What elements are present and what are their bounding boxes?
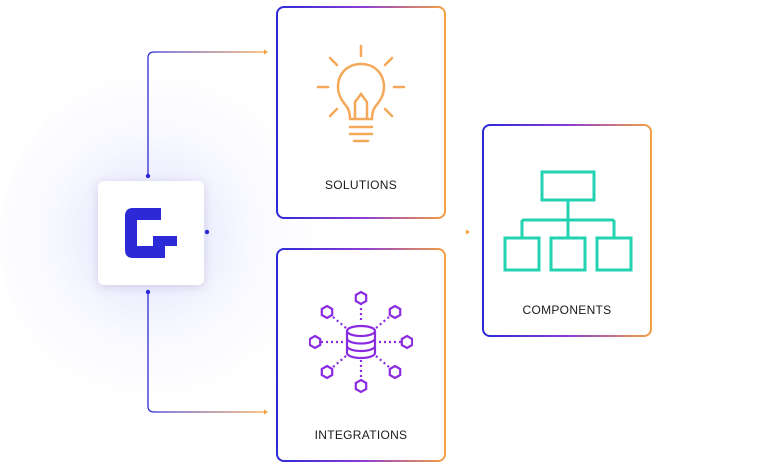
database-network-icon (309, 290, 413, 394)
components-label: COMPONENTS (522, 303, 612, 317)
solutions-card: SOLUTIONS (276, 6, 446, 219)
integrations-card: INTEGRATIONS (276, 248, 446, 462)
brand-logo-icon (125, 208, 177, 258)
arrowhead (264, 409, 268, 415)
components-card: COMPONENTS (482, 124, 652, 337)
connector-to-solutions (147, 51, 264, 176)
brand-logo-box (98, 181, 204, 285)
lightbulb-icon (316, 44, 406, 143)
arrowhead (264, 49, 268, 55)
connector-to-integrations (147, 292, 264, 413)
hierarchy-icon (503, 170, 633, 272)
arrowhead (466, 229, 470, 235)
connector-dot (145, 289, 151, 295)
connector-dot (204, 229, 210, 235)
connector-dot (145, 173, 151, 179)
integrations-label: INTEGRATIONS (314, 428, 408, 442)
solutions-label: SOLUTIONS (324, 178, 398, 192)
